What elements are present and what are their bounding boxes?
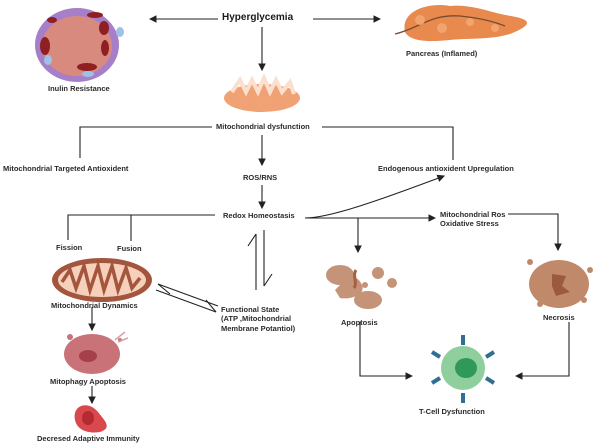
endogenous-antioxidant-label: Endogenous antioxident Upregulation xyxy=(378,164,514,173)
arrow-to-necrosis xyxy=(508,213,562,252)
mito-dysfunction-label: Mitochondrial dysfunction xyxy=(216,122,310,131)
functional-state-line-3: Membrane Potantiol) xyxy=(221,323,296,333)
pancreas-label: Pancreas (Inflamed) xyxy=(406,49,478,58)
redox-homeostasis-label: Redox Homeostasis xyxy=(223,211,295,220)
mito-dynamics-label: Mitochondrial Dynamics xyxy=(51,301,138,310)
equilibrium-arrows-diagonal xyxy=(155,283,219,313)
equilibrium-arrows-vertical xyxy=(247,230,273,290)
mitophagy-apoptosis-label: Mitophagy Apoptosis xyxy=(50,377,126,386)
damaged-mitochondria-illustration xyxy=(224,72,300,112)
t-cell-illustration xyxy=(430,335,496,403)
tcell-dysfunction-label: T-Cell Dysfunction xyxy=(419,407,485,416)
mitochondria-illustration xyxy=(52,258,152,302)
line-to-targeted-antioxidant xyxy=(79,126,212,158)
targeted-antioxidant-label: Mitochondrial Targeted Antioxident xyxy=(3,164,129,173)
line-to-endogenous-antioxidant xyxy=(322,126,454,160)
necrotic-cell-illustration xyxy=(527,259,593,308)
fusion-label: Fusion xyxy=(117,244,142,253)
decreased-immunity-label: Decresed Adaptive Immunity xyxy=(37,434,140,443)
functional-state-label: Functional State (ATP ,Mitochondrial Mem… xyxy=(221,305,295,333)
connector-lines xyxy=(67,15,570,405)
arrow-apoptosis-to-tcell xyxy=(359,322,414,380)
arrow-to-endogenous-antioxidant xyxy=(304,174,446,219)
line-to-fission xyxy=(67,214,215,240)
apoptotic-cell-illustration xyxy=(326,265,397,309)
hyperglycemia-label: Hyperglycemia xyxy=(222,12,294,23)
mito-ros-line-2: Oxidative Stress xyxy=(440,219,499,229)
mito-ros-line-1: Mitochondrial Ros xyxy=(440,210,506,219)
necrosis-label: Necrosis xyxy=(543,313,575,322)
arrow-necrosis-to-tcell xyxy=(514,322,570,380)
functional-state-line-2: (ATP ,Mitochondrial xyxy=(221,314,292,324)
apoptosis-label: Apoptosis xyxy=(341,318,378,327)
insulin-resistance-label: Inulin Resistance xyxy=(48,84,110,93)
red-blood-cell-illustration xyxy=(74,405,107,433)
ros-rns-label: ROS/RNS xyxy=(243,173,278,182)
mito-ros-label: Mitochondrial Ros Oxidative Stress xyxy=(440,210,505,229)
islet-illustration xyxy=(35,8,124,82)
pancreas-illustration xyxy=(394,5,527,42)
fission-label: Fission xyxy=(56,243,83,252)
mitophagy-cell-illustration xyxy=(64,331,129,374)
functional-state-line-1: Functional State xyxy=(221,305,280,314)
